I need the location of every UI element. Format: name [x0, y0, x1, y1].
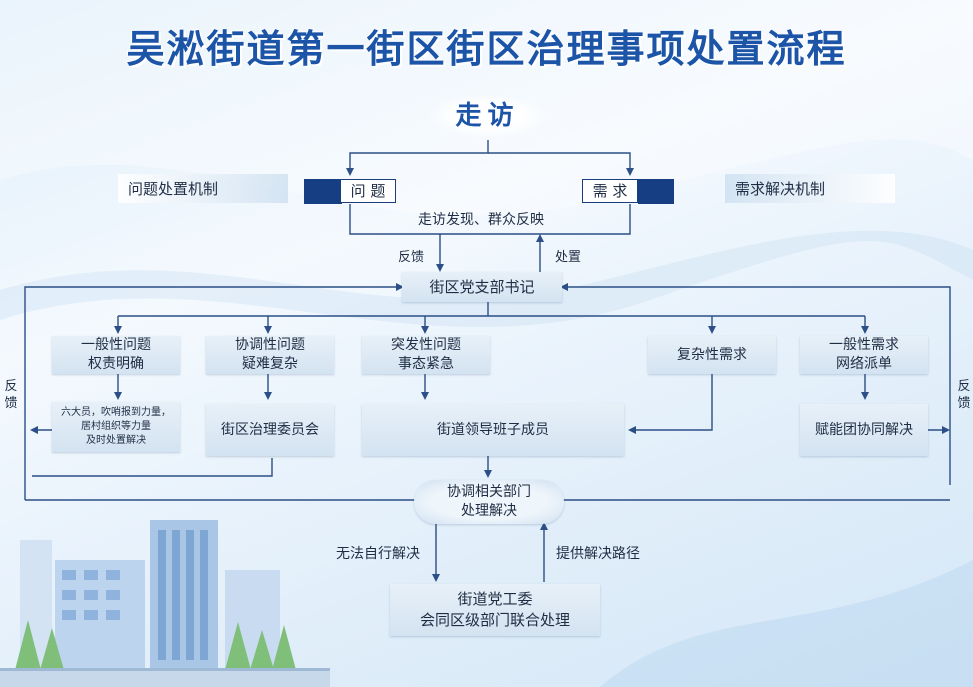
action-leaders: 街道领导班子成员 — [362, 404, 624, 456]
action-line: 及时处置解决 — [86, 435, 146, 446]
feedback-arrow-label: 反馈 — [398, 250, 425, 265]
demand-tag: 需 求 — [582, 179, 638, 203]
category-line2: 权责明确 — [88, 356, 144, 372]
provide-arrow-label: 提供解决路径 — [556, 546, 640, 562]
category-general-problem: 一般性问题 权责明确 — [52, 336, 180, 374]
handle-arrow-label: 处置 — [555, 250, 582, 265]
secretary-box: 街区党支部书记 — [402, 272, 562, 302]
category-line1: 突发性问题 — [391, 337, 461, 353]
demand-tag-bar — [638, 179, 674, 204]
category-line2: 网络派单 — [836, 356, 892, 372]
category-line2: 疑难复杂 — [242, 356, 298, 372]
category-coordination-problem: 协调性问题 疑难复杂 — [206, 336, 334, 374]
unable-arrow-label: 无法自行解决 — [336, 546, 420, 562]
party-committee-box: 街道党工委 会同区级部门联合处理 — [390, 584, 600, 636]
problem-tag-bar — [304, 179, 342, 204]
action-line: 居村组织等力量 — [81, 421, 151, 432]
category-line1: 协调性问题 — [235, 337, 305, 353]
coordinate-line2: 处理解决 — [461, 503, 517, 519]
city-illustration — [0, 520, 330, 687]
action-empower: 赋能团协同解决 — [800, 404, 928, 456]
category-line1: 一般性需求 — [829, 337, 899, 353]
party-line1: 街道党工委 — [457, 590, 533, 608]
coordinate-box: 协调相关部门 处理解决 — [414, 480, 564, 524]
category-sudden-problem: 突发性问题 事态紧急 — [362, 336, 490, 374]
action-committee: 街区治理委员会 — [206, 404, 334, 456]
demand-mechanism-label: 需求解决机制 — [725, 174, 895, 203]
category-complex-demand: 复杂性需求 — [648, 336, 776, 374]
problem-mechanism-label: 问题处置机制 — [118, 174, 288, 203]
party-line2: 会同区级部门联合处理 — [419, 611, 570, 629]
page-title: 吴淞街道第一街区街区治理事项处置流程 — [126, 27, 847, 71]
problem-tag: 问 题 — [340, 179, 396, 203]
action-line: 六大员，吹哨报到力量， — [61, 407, 171, 418]
coordinate-line1: 协调相关部门 — [447, 484, 531, 500]
visit-heading: 走访 — [430, 95, 545, 137]
side-feedback-right: 反馈 — [957, 379, 971, 411]
category-general-demand: 一般性需求 网络派单 — [800, 336, 928, 374]
side-feedback-left: 反馈 — [4, 379, 18, 411]
category-line1: 复杂性需求 — [677, 346, 747, 363]
action-six-members: 六大员，吹哨报到力量， 居村组织等力量 及时处置解决 — [52, 402, 180, 452]
discovery-label: 走访发现、群众反映 — [418, 212, 544, 228]
category-line1: 一般性问题 — [81, 337, 151, 353]
category-line2: 事态紧急 — [398, 356, 454, 372]
